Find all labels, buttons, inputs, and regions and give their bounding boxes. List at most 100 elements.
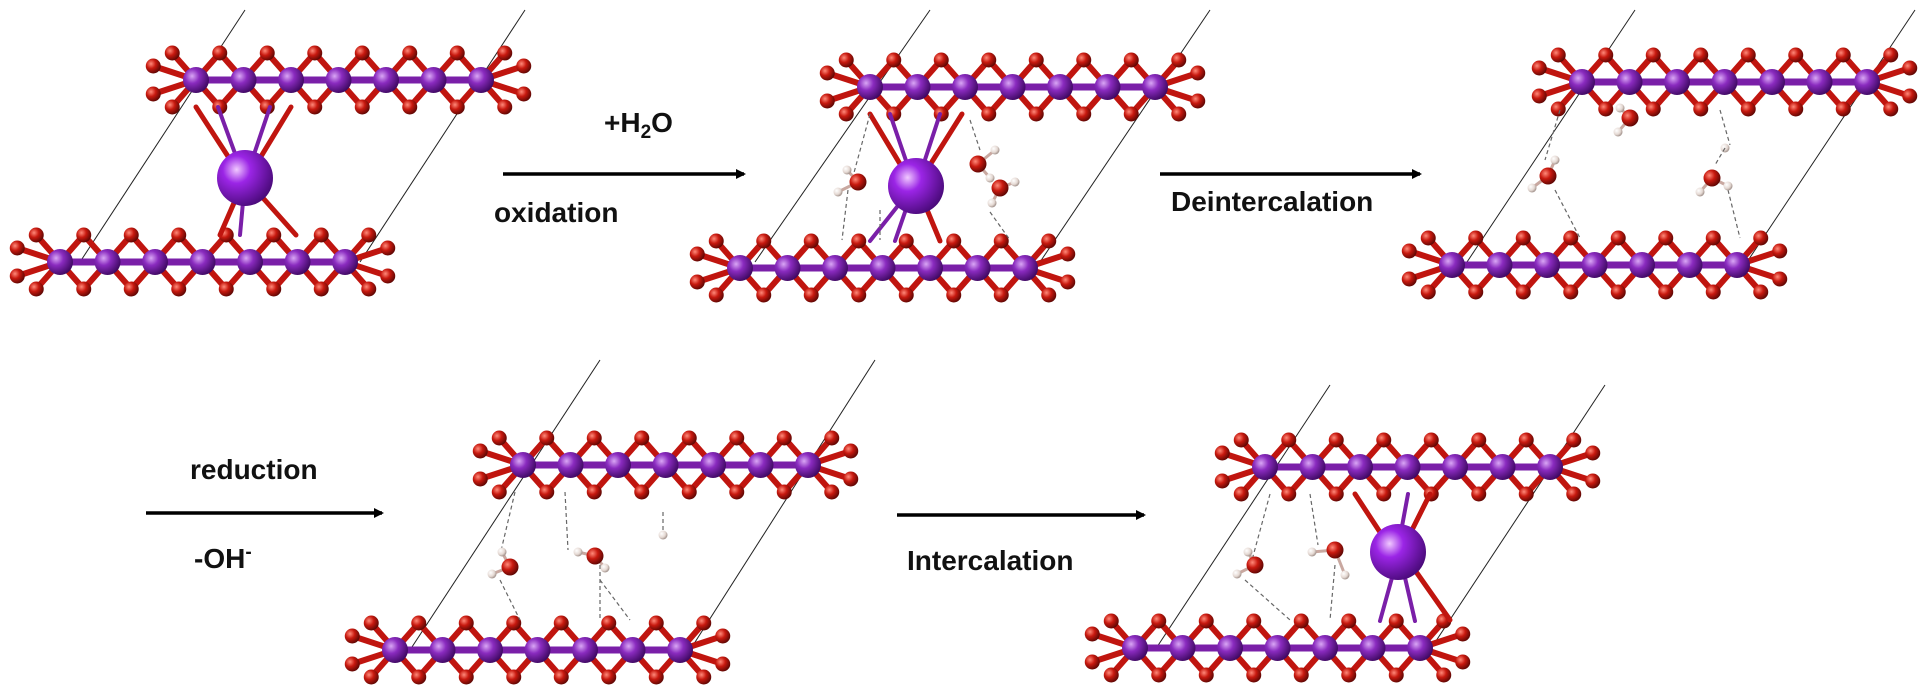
- oxygen-atom: [516, 58, 532, 74]
- oxygen-atom: [601, 669, 617, 685]
- oxygen-atom: [708, 233, 724, 249]
- oxygen-atom: [1281, 486, 1297, 502]
- metal-atom: [1711, 69, 1738, 95]
- metal-atom: [774, 255, 801, 281]
- metal-atom: [1534, 252, 1560, 278]
- unit-cell-edge: [754, 9, 931, 263]
- metal-atom: [904, 74, 931, 100]
- oxygen-atom: [1835, 101, 1851, 117]
- oxygen-atom: [1151, 667, 1167, 683]
- metal-atom: [1486, 252, 1513, 278]
- metal-atom: [1537, 454, 1563, 480]
- metal-atom: [1312, 635, 1338, 661]
- oxygen-atom: [123, 227, 139, 243]
- water-oxygen: [1703, 169, 1721, 187]
- oxygen-atom: [506, 615, 522, 631]
- oxidation-label: oxidation: [494, 197, 619, 228]
- hydrogen-bond: [1719, 109, 1731, 146]
- oxygen-atom: [76, 281, 92, 297]
- hydrogen-atom: [1232, 569, 1242, 579]
- metal-atom: [1854, 69, 1880, 95]
- metal-atom: [1394, 454, 1421, 480]
- oxygen-atom: [1753, 230, 1769, 246]
- oxygen-atom: [1550, 101, 1566, 117]
- oxygen-atom: [411, 615, 427, 631]
- oxygen-atom: [993, 233, 1009, 249]
- oxygen-atom: [1084, 654, 1100, 670]
- oxygen-atom: [696, 669, 712, 685]
- oxygen-atom: [1328, 486, 1344, 502]
- metal-atom: [1629, 252, 1655, 278]
- oxygen-atom: [1610, 284, 1626, 300]
- oxygen-atom: [1788, 47, 1804, 63]
- oxygen-atom: [819, 93, 835, 109]
- oxygen-atom: [1585, 445, 1601, 461]
- oxygen-atom: [1123, 106, 1139, 122]
- metal-atom: [652, 452, 679, 478]
- oxygen-atom: [145, 58, 161, 74]
- hydrogen-atom: [600, 563, 610, 573]
- oxygen-atom: [776, 484, 792, 500]
- unit-cell-edge: [1429, 384, 1606, 651]
- reduction-product-label: -OH-: [194, 542, 252, 574]
- unit-cell-edge: [409, 359, 601, 651]
- oxygen-atom: [313, 227, 329, 243]
- metal-atom: [917, 255, 943, 281]
- oxygen-atom: [354, 45, 370, 61]
- reduction-label: reduction: [190, 454, 318, 485]
- oxygen-atom: [449, 99, 465, 115]
- metal-atom: [47, 249, 73, 275]
- oxygen-atom: [76, 227, 92, 243]
- metal-atom: [284, 249, 311, 275]
- deintercalation-label: Deintercalation: [1171, 186, 1374, 217]
- hydrogen-bond: [599, 579, 631, 621]
- hydrogen-bond: [851, 113, 871, 181]
- oxygen-atom: [1190, 93, 1206, 109]
- oxygen-atom: [1455, 626, 1471, 642]
- oxygen-atom: [715, 628, 731, 644]
- oxygen-atom: [259, 45, 275, 61]
- metal-atom: [237, 249, 263, 275]
- hydrogen-bond: [1309, 493, 1319, 546]
- oxygen-atom: [1531, 88, 1547, 104]
- oxygen-atom: [9, 240, 25, 256]
- oxygen-atom: [1084, 626, 1100, 642]
- oxygen-atom: [1531, 60, 1547, 76]
- metal-atom: [429, 637, 456, 663]
- oxygen-atom: [361, 227, 377, 243]
- oxygen-atom: [634, 430, 650, 446]
- intercalant-ion: [1370, 524, 1426, 580]
- oxygen-atom: [1171, 52, 1187, 68]
- oxygen-atom: [1610, 230, 1626, 246]
- intercalant-ion: [888, 158, 944, 214]
- metal-atom: [822, 255, 848, 281]
- oxygen-atom: [1693, 101, 1709, 117]
- oxygen-atom: [516, 86, 532, 102]
- metal-atom: [557, 452, 584, 478]
- oxygen-atom: [1246, 667, 1262, 683]
- oxygen-atom: [1028, 52, 1044, 68]
- intercalant-ion: [217, 150, 273, 206]
- metal-atom: [1264, 635, 1291, 661]
- oxygen-atom: [1341, 667, 1357, 683]
- oxygen-atom: [1645, 101, 1661, 117]
- oxygen-atom: [898, 287, 914, 303]
- hydrogen-atom: [1010, 177, 1020, 187]
- oxygen-atom: [1214, 445, 1230, 461]
- oxygen-atom: [634, 484, 650, 500]
- oxygen-atom: [171, 227, 187, 243]
- oxygen-atom: [993, 287, 1009, 303]
- hydrogen-atom: [658, 530, 668, 540]
- oxygen-atom: [363, 615, 379, 631]
- oxygen-atom: [1060, 246, 1076, 262]
- metal-atom: [1664, 69, 1690, 95]
- oxygen-atom: [28, 227, 44, 243]
- water-oxygen: [501, 558, 519, 576]
- oxygen-atom: [1566, 486, 1582, 502]
- structure-deintercalated: [1401, 9, 1918, 300]
- hydrogen-atom: [1550, 155, 1560, 165]
- metal-atom: [1489, 454, 1516, 480]
- hydrogen-bond: [841, 189, 849, 241]
- hydrogen-bond: [969, 119, 981, 151]
- oxygen-atom: [1658, 284, 1674, 300]
